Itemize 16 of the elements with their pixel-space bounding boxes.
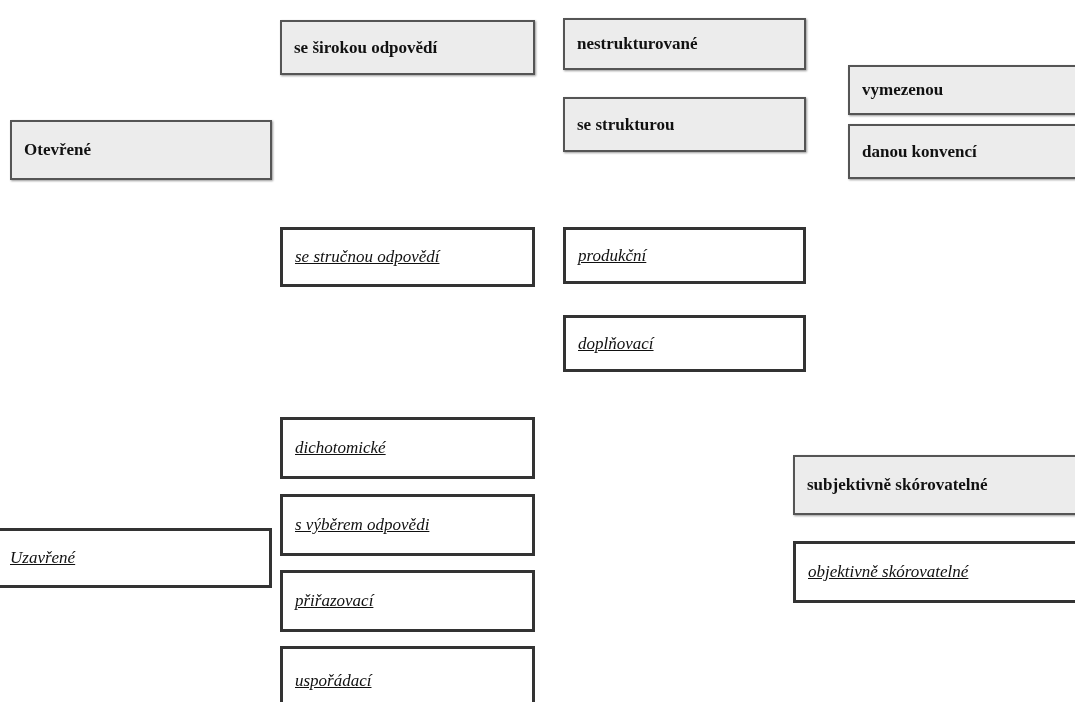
item-type-box: s výběrem odpovědi <box>280 494 535 556</box>
item-type-box: uspořádací <box>280 646 535 702</box>
category-box: vymezenou <box>848 65 1075 115</box>
item-type-box: doplňovací <box>563 315 806 372</box>
category-box: se širokou odpovědí <box>280 20 535 75</box>
item-type-box: dichotomické <box>280 417 535 479</box>
category-box: Otevřené <box>10 120 272 180</box>
item-type-box: přiřazovací <box>280 570 535 632</box>
category-box: se strukturou <box>563 97 806 152</box>
item-type-box: se stručnou odpovědí <box>280 227 535 287</box>
item-type-box: Uzavřené <box>0 528 272 588</box>
category-box: subjektivně skórovatelné <box>793 455 1075 515</box>
item-type-box: produkční <box>563 227 806 284</box>
category-box: nestrukturované <box>563 18 806 70</box>
item-type-box: objektivně skórovatelné <box>793 541 1075 603</box>
category-box: danou konvencí <box>848 124 1075 179</box>
